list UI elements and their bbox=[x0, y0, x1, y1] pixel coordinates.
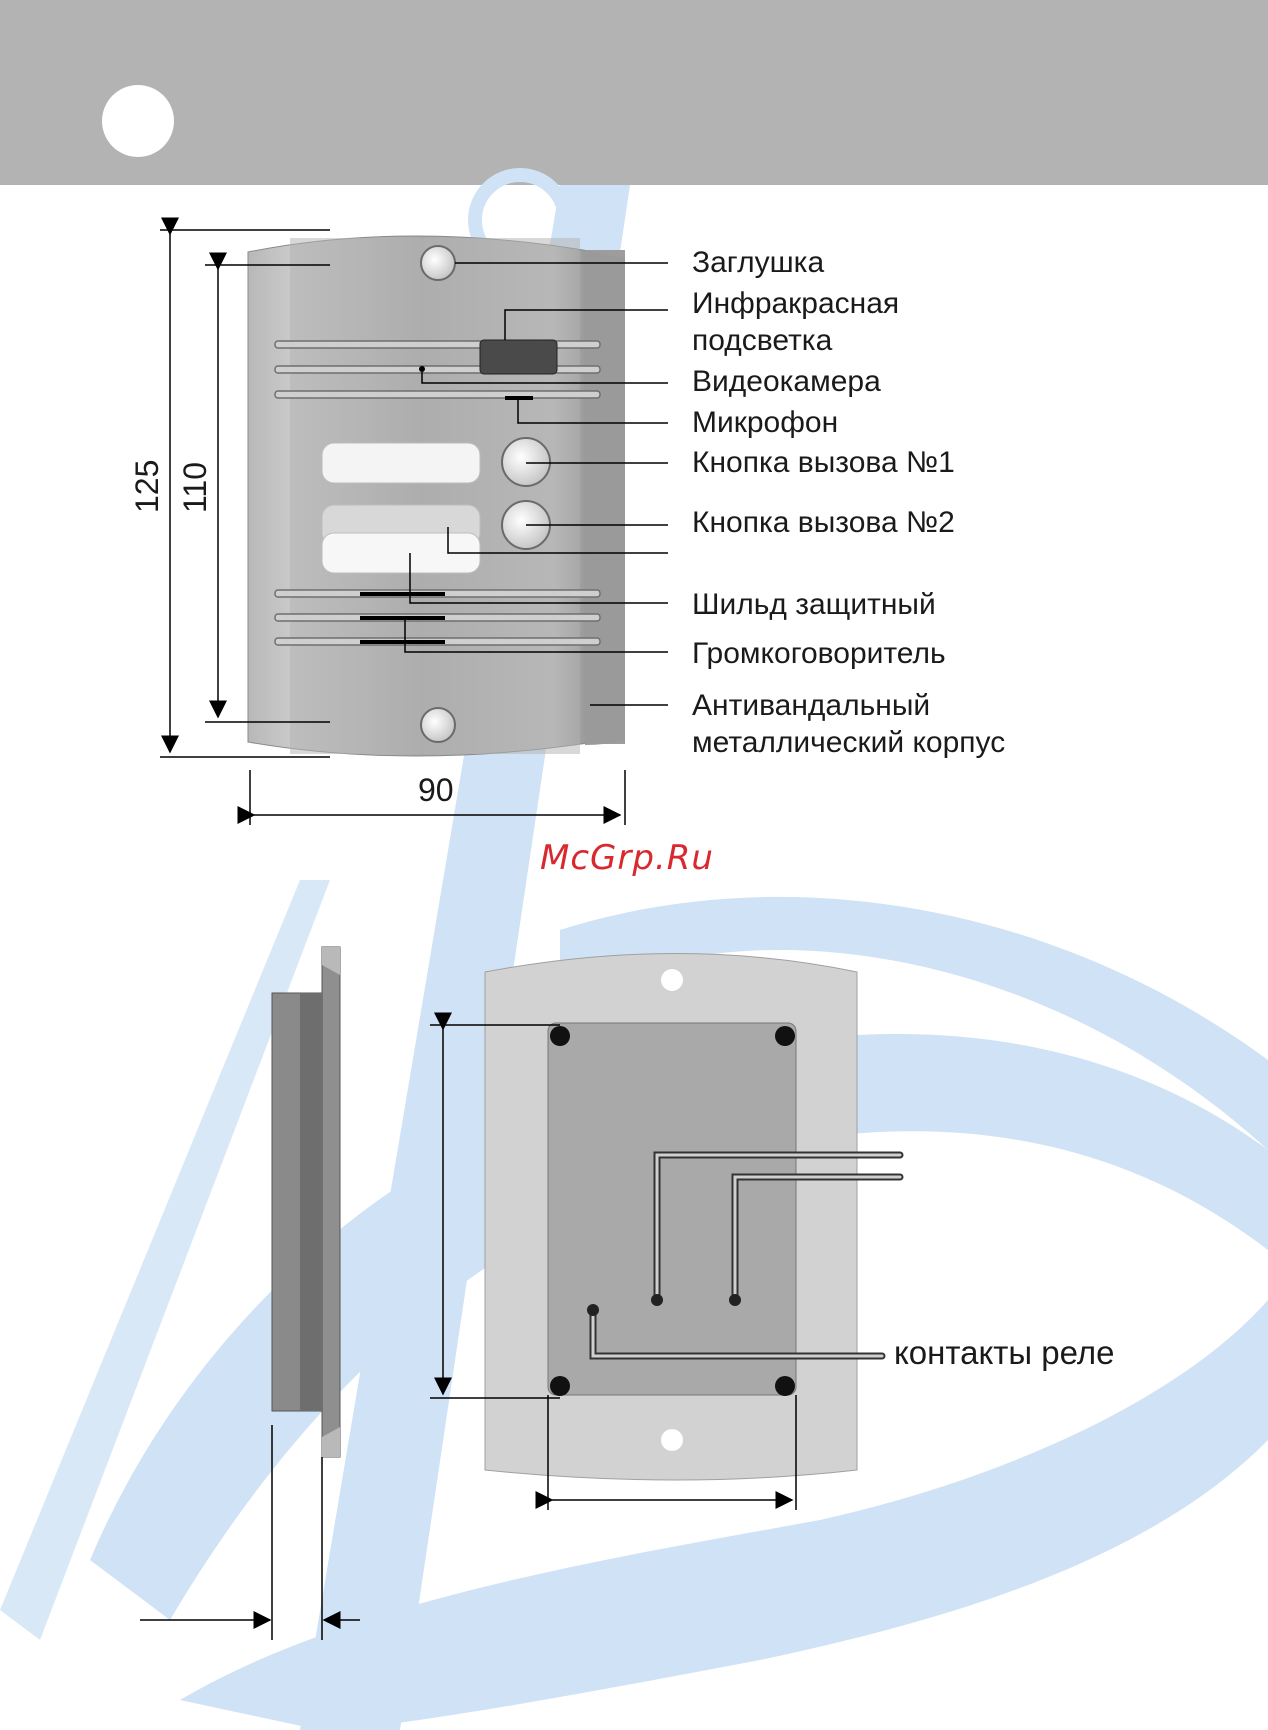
logo-watermark-icon bbox=[0, 175, 1268, 1730]
label-ir-line1: Инфракрасная bbox=[692, 286, 899, 322]
label-ir-line2: подсветка bbox=[692, 323, 832, 359]
name-plate-1 bbox=[322, 443, 480, 483]
top-plug bbox=[421, 246, 455, 280]
label-plug: Заглушка bbox=[692, 245, 824, 281]
bottom-plug bbox=[421, 708, 455, 742]
microphone bbox=[505, 396, 533, 400]
mount-hole-bottom bbox=[661, 1429, 683, 1451]
camera-lens bbox=[419, 366, 425, 372]
dim-height-inner: 110 bbox=[177, 463, 213, 513]
screw-br bbox=[775, 1376, 795, 1396]
watermark-text: McGrp.Ru bbox=[540, 838, 714, 878]
label-shield: Шильд защитный bbox=[692, 587, 936, 623]
mount-hole-top bbox=[661, 969, 683, 991]
screw-bl bbox=[550, 1376, 570, 1396]
dim-width: 90 bbox=[418, 772, 454, 808]
label-call-button-1: Кнопка вызова №1 bbox=[692, 445, 955, 481]
screw-tr bbox=[775, 1026, 795, 1046]
ir-illumination bbox=[480, 340, 557, 374]
dim-height-outer: 125 bbox=[129, 463, 165, 513]
label-case-line2: металлический корпус bbox=[692, 725, 1005, 761]
front-panel bbox=[160, 230, 668, 825]
call-button-1 bbox=[502, 438, 550, 486]
label-case-line1: Антивандальный bbox=[692, 688, 930, 724]
label-relay-contacts: контакты реле bbox=[894, 1335, 1115, 1371]
label-camera: Видеокамера bbox=[692, 364, 881, 400]
label-mic: Микрофон bbox=[692, 405, 838, 441]
label-call-button-2: Кнопка вызова №2 bbox=[692, 505, 955, 541]
back-view bbox=[430, 954, 900, 1511]
screw-tl bbox=[550, 1026, 570, 1046]
label-speaker: Громкоговоритель bbox=[692, 636, 946, 672]
